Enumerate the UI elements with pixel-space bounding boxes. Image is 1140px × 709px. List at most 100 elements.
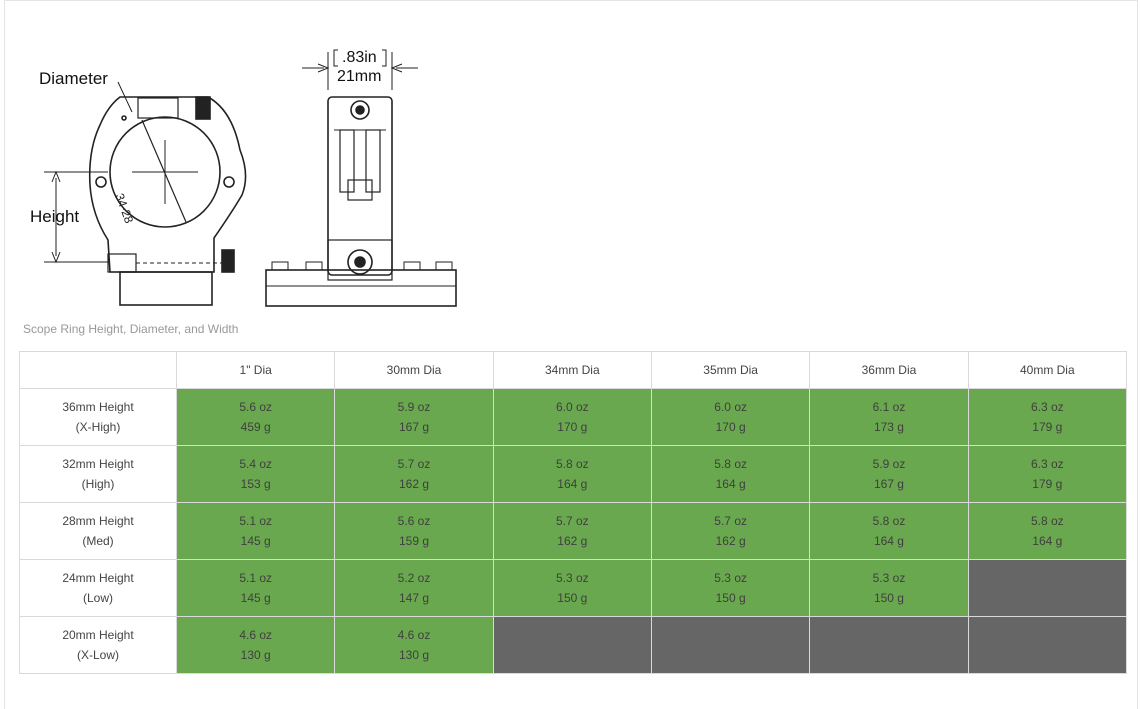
weight-cell: 5.7 oz 162 g [650,502,811,560]
row-height-label: 32mm Height [62,457,134,471]
row-header: 36mm Height(X-High) [19,388,177,446]
weight-oz: 5.8 oz [872,514,906,528]
weight-oz: 5.7 oz [714,514,747,528]
row-height-label: 24mm Height [62,571,134,585]
weight-cell: 5.1 oz 145 g [175,559,336,617]
weight-cell: 5.8 oz 164 g [809,502,969,560]
weight-oz: 5.6 oz [239,400,273,414]
weight-grams: 159 g [398,534,429,548]
weight-cell: 5.8 oz 164 g [967,502,1128,560]
row-height-label: 20mm Height [62,628,134,642]
weight-grams: 167 g [873,477,904,491]
weight-grams: 173 g [873,420,904,434]
weight-cell: 5.4 oz 153 g [175,445,336,503]
weight-oz: 5.6 oz [397,514,431,528]
weight-grams: 179 g [1032,420,1063,434]
weight-cell: 6.3 oz 179 g [967,445,1128,503]
diameter-label: Diameter [39,69,108,88]
row-height-label: 28mm Height [62,514,134,528]
row-header: 24mm Height (Low) [19,559,177,617]
weight-oz: 5.1 oz [239,571,273,585]
row-profile-label: (Med) [82,534,114,548]
weight-grams: 170 g [557,420,588,434]
weight-oz: 5.1 oz [239,514,273,528]
weight-grams: 162 g [715,534,746,548]
row-profile-label: (Low) [82,591,113,605]
weight-grams: 164 g [557,477,588,491]
content-frame [4,0,1138,709]
table-corner [19,351,177,389]
weight-cell: 5.6 oz 159 g [334,502,494,560]
weight-grams: 145 g [240,591,271,605]
weight-cell: 5.9 oz 167 g [334,388,494,446]
column-header: 34mm Dia [492,351,652,389]
weight-cell: 5.7 oz 162 g [492,502,652,560]
unavailable-cell [967,559,1128,617]
weight-grams: 153 g [240,477,271,491]
weight-oz: 5.3 oz [872,571,906,585]
ring-drawing: 34-28 [44,49,457,307]
weight-oz: 5.7 oz [397,457,431,471]
weight-oz: 4.6 oz [239,628,273,642]
table-row: 20mm Height (X-Low) 4.6 oz 130 g 4.6 oz 130 g [19,616,1128,674]
column-header: 36mm Dia [809,351,969,389]
column-header: 30mm Dia [334,351,494,389]
unavailable-cell [650,616,811,674]
weight-grams: 164 g [1032,534,1063,548]
weight-cell: 6.3 oz 179 g [967,388,1128,446]
weight-oz: 5.9 oz [397,400,431,414]
row-header: 32mm Height (High) [19,445,177,503]
row-header: 20mm Height (X-Low) [19,616,177,674]
weight-cell: 5.3 oz 150 g [650,559,811,617]
ring-weight-table: 1" Dia 30mm Dia 34mm Dia 35mm Dia 36mm D… [19,351,1128,674]
table-row: 32mm Height (High) 5.4 oz 153 g 5.7 oz 162 g 5… [19,445,1128,503]
weight-cell: 6.1 oz 173 g [809,388,969,446]
weight-oz: 6.3 oz [1030,457,1064,471]
width-mm-label: 21mm [337,68,382,85]
weight-cell: 4.6 oz 130 g [175,616,336,674]
weight-grams: 145 g [240,534,271,548]
ring-marking: 34-28 [112,192,136,226]
weight-oz: 5.7 oz [555,514,589,528]
weight-oz: 4.6 oz [397,628,431,642]
row-profile-label: (X-Low) [76,648,119,662]
weight-grams: 167 g [398,420,429,434]
weight-cell: 5.1 oz 145 g [175,502,336,560]
figure-caption: Scope Ring Height, Diameter, and Width [23,322,239,336]
weight-oz: 5.4 oz [239,457,273,471]
weight-grams: 162 g [557,534,588,548]
unavailable-cell [809,616,969,674]
weight-grams: 179 g [1032,477,1063,491]
weight-oz: 5.8 oz [1030,514,1064,528]
scope-ring-diagram: 34-28 Diameter Height .83in 21mm [0,0,520,320]
weight-oz: 6.0 oz [555,400,589,414]
column-header: 35mm Dia [650,351,811,389]
weight-oz: 5.2 oz [397,571,431,585]
weight-oz: 6.0 oz [714,400,747,414]
weight-grams: 150 g [557,591,588,605]
row-profile-label: (High) [81,477,115,491]
weight-grams: 130 g [240,648,271,662]
weight-grams: 130 g [398,648,429,662]
width-inch-label: .83in [342,49,377,66]
weight-grams: 170 g [715,420,746,434]
weight-grams: 164 g [873,534,904,548]
weight-oz: 5.3 oz [714,571,747,585]
unavailable-cell [967,616,1128,674]
weight-grams: 162 g [398,477,429,491]
weight-cell: 5.8 oz 164 g [492,445,652,503]
weight-oz: 5.8 oz [555,457,589,471]
weight-grams: 150 g [715,591,746,605]
weight-oz: 6.3 oz [1030,400,1064,414]
weight-oz: 6.1 oz [872,400,906,414]
weight-cell: 6.0 oz 170 g [492,388,652,446]
